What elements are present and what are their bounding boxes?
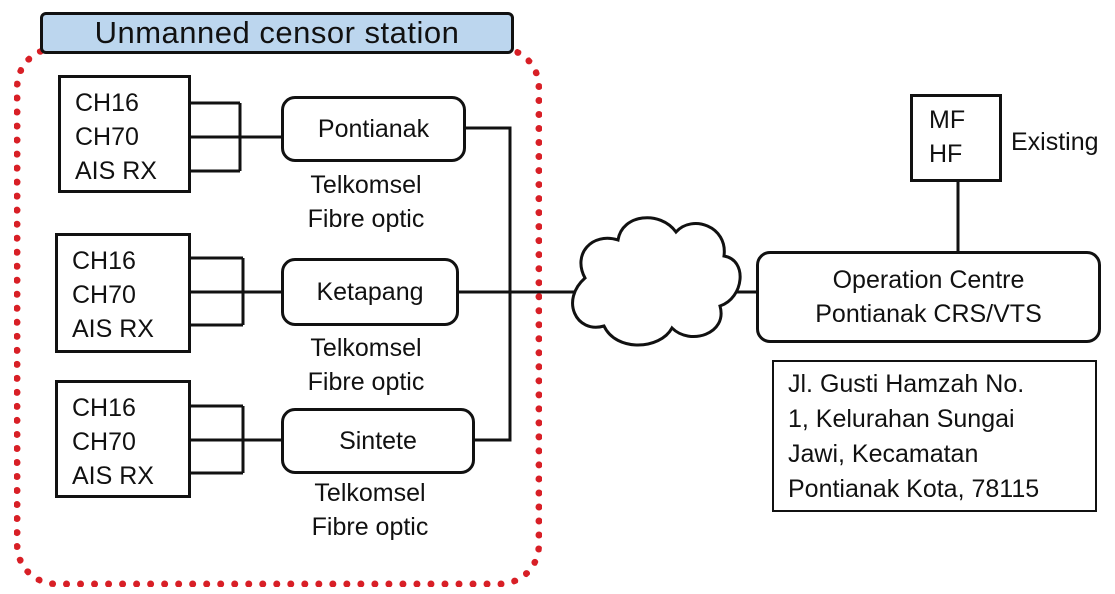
address-box: Jl. Gusti Hamzah No. 1, Kelurahan Sungai…: [772, 360, 1097, 512]
station-node-sintete: Sintete: [281, 408, 475, 474]
station-1-channel-box: CH16 CH70 AIS RX: [58, 75, 191, 193]
link-type: Fibre optic: [307, 205, 425, 233]
channel-ch70: CH70: [72, 428, 136, 456]
channel-ais-rx: AIS RX: [75, 157, 157, 185]
channel-ch70: CH70: [72, 281, 136, 309]
address-line-1: Jl. Gusti Hamzah No.: [788, 370, 1025, 398]
mfhf-box: MF HF: [910, 94, 1002, 182]
channel-ais-rx: AIS RX: [72, 315, 154, 343]
station-2-channel-bus: [188, 256, 283, 327]
station-3-channel-box: CH16 CH70 AIS RX: [55, 380, 191, 498]
address-line-3: Jawi, Kecamatan: [788, 440, 979, 468]
station-node-pontianak: Pontianak: [281, 96, 466, 162]
station-2-link-label: Telkomsel Fibre optic: [296, 331, 436, 399]
channel-ais-rx: AIS RX: [72, 462, 154, 490]
station-trunk: [456, 126, 575, 442]
existing-label: Existing: [1011, 128, 1099, 156]
link-provider: Telkomsel: [310, 334, 422, 362]
network-cloud-icon: [571, 216, 742, 347]
link-provider: Telkomsel: [314, 479, 426, 507]
link-type: Fibre optic: [307, 368, 425, 396]
link-type: Fibre optic: [311, 513, 429, 541]
station-name: Ketapang: [316, 277, 424, 306]
diagram-title: Unmanned censor station: [40, 12, 514, 54]
channel-ch70: CH70: [75, 123, 139, 151]
link-provider: Telkomsel: [310, 171, 422, 199]
station-name: Sintete: [339, 426, 417, 455]
operation-centre-box: Operation Centre Pontianak CRS/VTS: [756, 251, 1101, 343]
station-name: Pontianak: [317, 114, 430, 143]
station-1-channel-bus: [188, 101, 283, 173]
station-node-ketapang: Ketapang: [281, 258, 459, 326]
channel-ch16: CH16: [75, 89, 139, 117]
station-1-link-label: Telkomsel Fibre optic: [296, 168, 436, 236]
address-line-4: Pontianak Kota, 78115: [788, 475, 1040, 503]
station-3-channel-bus: [188, 404, 283, 475]
operation-centre-line-2: Pontianak CRS/VTS: [815, 300, 1042, 328]
hf-label: HF: [929, 140, 963, 168]
mf-label: MF: [929, 106, 966, 134]
station-2-channel-box: CH16 CH70 AIS RX: [55, 233, 191, 353]
channel-ch16: CH16: [72, 394, 136, 422]
address-line-2: 1, Kelurahan Sungai: [788, 405, 1015, 433]
station-3-link-label: Telkomsel Fibre optic: [300, 476, 440, 544]
operation-centre-line-1: Operation Centre: [832, 266, 1025, 294]
channel-ch16: CH16: [72, 247, 136, 275]
